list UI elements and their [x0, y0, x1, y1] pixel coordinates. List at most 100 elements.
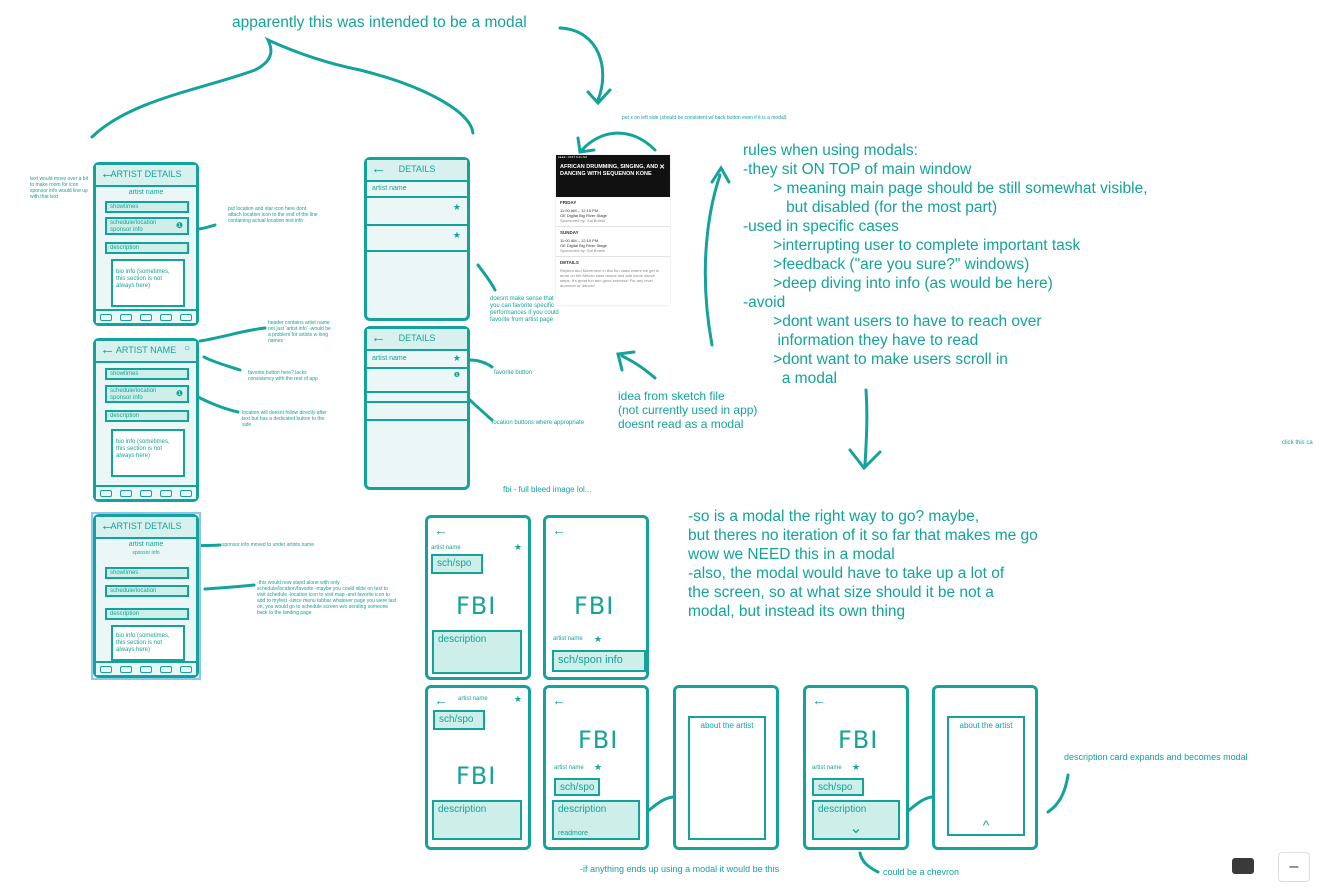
star-icon: ★	[594, 762, 603, 772]
artist-name-label: artist name	[128, 541, 164, 548]
sponsor-label: sponsor info	[110, 395, 143, 401]
artist-name-label: artist name	[128, 189, 164, 196]
back-arrow-icon: ←	[100, 165, 115, 182]
sponsor-label: sponsor info	[132, 550, 160, 556]
sunday-section: SUNDAY 11:00 AM – 12:10 PM GE Digital Bi…	[556, 227, 670, 257]
bio-box: bio info (sometimes, this section is not…	[111, 625, 185, 661]
modal-title-note: apparently this was intended to be a mod…	[232, 14, 527, 31]
back-arrow-icon: ←	[100, 341, 115, 358]
description-label: description	[818, 804, 867, 815]
wireframe-title: ARTIST DETAILS	[110, 169, 182, 179]
friday-stage: GE Digital Big River Stage	[560, 213, 607, 218]
arrow-rules	[703, 173, 722, 347]
chevron-down-icon[interactable]: ⌄	[849, 820, 863, 837]
sketch-2: ← FBI artist name ★ sch/spon info	[543, 515, 649, 680]
tab-bar	[96, 485, 196, 499]
star-icon: ★	[513, 694, 522, 704]
favorite-button-note: favorite button	[494, 370, 533, 376]
fbi-placeholder: FBI	[574, 592, 615, 620]
details-heading: DETAILS	[560, 260, 579, 265]
back-arrow-icon[interactable]: ←	[552, 692, 566, 708]
keyboard-icon[interactable]	[1232, 858, 1254, 874]
star-icon: ★	[513, 542, 522, 552]
sketch-4: ← FBI artist name ★ sch/spo description …	[543, 685, 649, 850]
arrow-idea	[620, 354, 657, 380]
zoom-out-button[interactable]: –	[1278, 852, 1310, 882]
artist-name-label: artist name	[431, 545, 461, 551]
wireframe-header: ← ARTIST DETAILS	[96, 165, 196, 187]
close-icon[interactable]: ✕	[659, 164, 665, 171]
description-card[interactable]: description	[432, 630, 522, 674]
schedule-box: schedule/location sponsor info ❶	[105, 385, 189, 403]
description-label: description	[558, 804, 607, 815]
if-anything-note: -if anything ends up using a modal it wo…	[580, 864, 780, 874]
description-card[interactable]: description ⌄	[812, 800, 900, 840]
description-card[interactable]: description readmore	[552, 800, 640, 840]
pin-icon: ❶	[175, 221, 183, 230]
back-arrow-icon: ←	[371, 160, 386, 177]
wireframe-header: ← DETAILS	[367, 160, 467, 182]
schedule-label: schedule/location	[110, 388, 157, 394]
wireframe-header: ← DETAILS	[367, 329, 467, 351]
wireframe-artist-details-2: ← ARTIST DETAILS artist name sponsor inf…	[93, 514, 199, 678]
arrow-modal-title	[558, 26, 605, 102]
description-card[interactable]: description	[432, 800, 522, 840]
star-icon: ★	[452, 202, 461, 212]
sch-spo-box: sch/spo	[431, 554, 483, 574]
sketch-1: ← artist name ★ sch/spo FBI description	[425, 515, 531, 680]
back-arrow-icon[interactable]: ←	[552, 522, 566, 538]
showtimes-box: showtimes	[105, 368, 189, 380]
chevron-up-icon[interactable]: ^	[982, 817, 990, 833]
showtimes-box: showtimes	[105, 567, 189, 579]
back-arrow-icon[interactable]: ←	[812, 692, 826, 708]
sunday-sponsor: Sponsored by: Sal Borelli	[560, 248, 605, 253]
location-buttons-note: location buttons where appropriate	[492, 420, 585, 426]
friday-heading: FRIDAY	[560, 200, 577, 205]
schedule-box: schedule/location	[105, 585, 189, 597]
artist-name-label: artist name	[458, 696, 488, 702]
wireframe-details-1: ← DETAILS artist name ★ ★	[364, 157, 470, 321]
schedule-box: schedule/location sponsor info ❶	[105, 217, 189, 235]
sch-spo-box: sch/spo	[433, 710, 485, 730]
fbi-full-bleed-note: fbi - full bleed image lol...	[503, 485, 592, 494]
wireframe-title: ARTIST NAME	[115, 345, 177, 355]
fbi-placeholder: FBI	[456, 592, 497, 620]
brace-path	[90, 36, 475, 139]
description-box: description	[105, 608, 189, 620]
wireframe-details-2: ← DETAILS artist name ★ ❶	[364, 326, 470, 490]
back-arrow-icon: ←	[371, 329, 386, 346]
bio-box: bio info (sometimes, this section is not…	[111, 259, 185, 307]
bio-box: bio info (sometimes, this section is not…	[111, 429, 185, 477]
description-box: description	[105, 242, 189, 254]
star-icon: ★	[852, 762, 861, 772]
could-be-chevron-note: could be a chevron	[883, 867, 960, 877]
arrow-note2	[198, 326, 267, 343]
description-expands-note: description card expands and becomes mod…	[1064, 752, 1248, 762]
sunday-stage: GE Digital Big River Stage	[560, 243, 607, 248]
wireframe-artist-details-1: ← ARTIST DETAILS artist name showtimes s…	[93, 162, 199, 326]
fbi-placeholder: FBI	[578, 726, 619, 754]
sketch-3: ← artist name ★ sch/spo FBI description	[425, 685, 531, 850]
pin-icon: ❶	[453, 372, 460, 379]
back-arrow-icon[interactable]: ←	[434, 522, 448, 538]
sketch-5: about the artist	[673, 685, 779, 850]
readmore-link[interactable]: readmore	[558, 830, 588, 837]
sponsor-moved-note: sponsor info moved to under artists name	[222, 542, 314, 548]
back-arrow-icon[interactable]: ←	[434, 692, 448, 708]
doesnt-make-sense-note: doesnt make sense that you can favorite …	[490, 296, 559, 323]
header-contains-note: header contains artist name not just 'ar…	[268, 320, 331, 344]
friday-section: FRIDAY 11:00 AM – 12:10 PM GE Digital Bi…	[556, 197, 670, 227]
sketch-7: about the artist ^	[932, 685, 1038, 850]
artist-name-label: artist name	[372, 185, 407, 192]
wireframe-title: DETAILS	[398, 333, 436, 343]
wireframe-artist-name: ← ARTIST NAME ○ showtimes schedule/locat…	[93, 338, 199, 502]
details-text: Rhythm and Movement in this fun class wh…	[560, 268, 660, 288]
friday-sponsor: Sponsored by: Sal Borelli	[560, 218, 605, 223]
event-hero: AFRICAN DRUMMING, SINGING, AND DANCING W…	[556, 160, 670, 197]
arrow-desc	[1046, 773, 1070, 814]
idea-from-sketch-note: idea from sketch file (not currently use…	[618, 389, 758, 431]
fbi-placeholder: FBI	[838, 726, 879, 754]
artist-name-label: artist name	[554, 765, 584, 771]
back-arrow-icon: ←	[100, 517, 115, 534]
artist-name-label: artist name	[372, 355, 407, 362]
